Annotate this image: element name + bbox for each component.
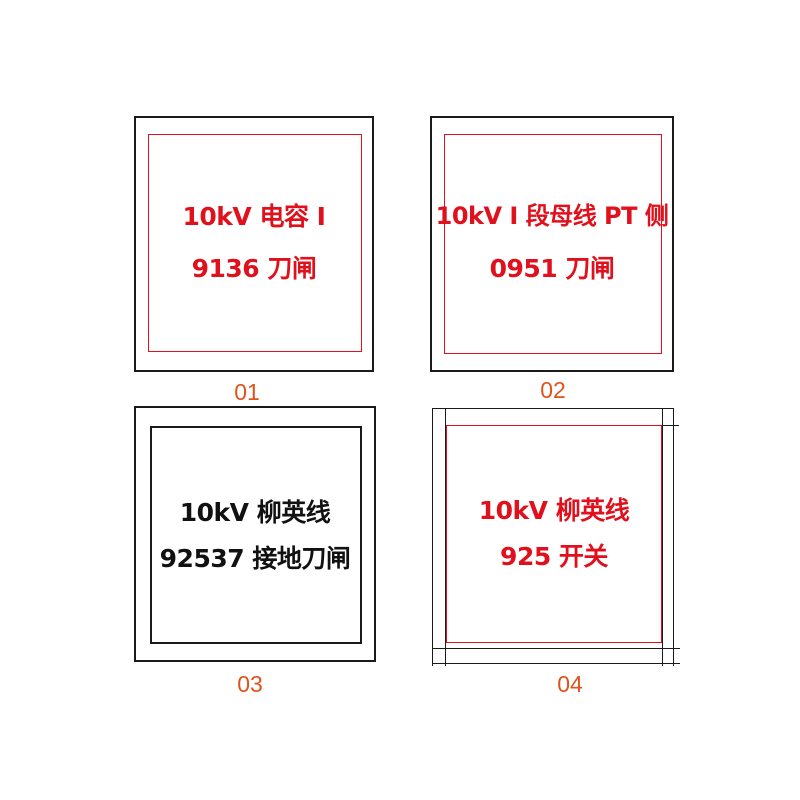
crop-line-mid-bottom — [432, 648, 680, 649]
sign-panel-01: 10kV 电容 I 9136 刀闸 — [134, 116, 374, 372]
sign-line-2: 92537 接地刀闸 — [159, 544, 351, 573]
sign-inner-frame — [148, 134, 362, 352]
panel-number-01: 01 — [234, 379, 260, 405]
sign-line-1: 10kV 电容 I — [182, 202, 326, 231]
sign-panel-03: 10kV 柳英线 92537 接地刀闸 — [134, 406, 376, 662]
panel-number-03: 03 — [237, 671, 263, 697]
sign-line-2: 9136 刀闸 — [191, 254, 317, 283]
sign-line-1: 10kV 柳英线 — [478, 496, 630, 525]
crop-line-top — [432, 408, 674, 409]
panel-number-02: 02 — [540, 377, 566, 403]
sign-panel-02: 10kV I 段母线 PT 侧 0951 刀闸 — [430, 116, 674, 372]
sign-line-1: 10kV 柳英线 — [179, 498, 331, 527]
sign-line-2: 925 开关 — [500, 542, 608, 571]
crop-line-right-outer — [673, 408, 674, 666]
crop-line-right-inner — [662, 408, 663, 666]
crop-line-left-outer — [432, 408, 433, 666]
sign-inner-frame — [444, 134, 662, 354]
panel-number-04: 04 — [557, 671, 583, 697]
sign-line-1: 10kV I 段母线 PT 侧 — [435, 202, 669, 230]
sign-line-2: 0951 刀闸 — [489, 254, 615, 283]
crop-line-bottom — [432, 663, 680, 664]
crop-line-left-inner — [445, 408, 446, 666]
sign-inner-frame — [446, 425, 662, 643]
sign-inner-frame — [150, 426, 362, 644]
